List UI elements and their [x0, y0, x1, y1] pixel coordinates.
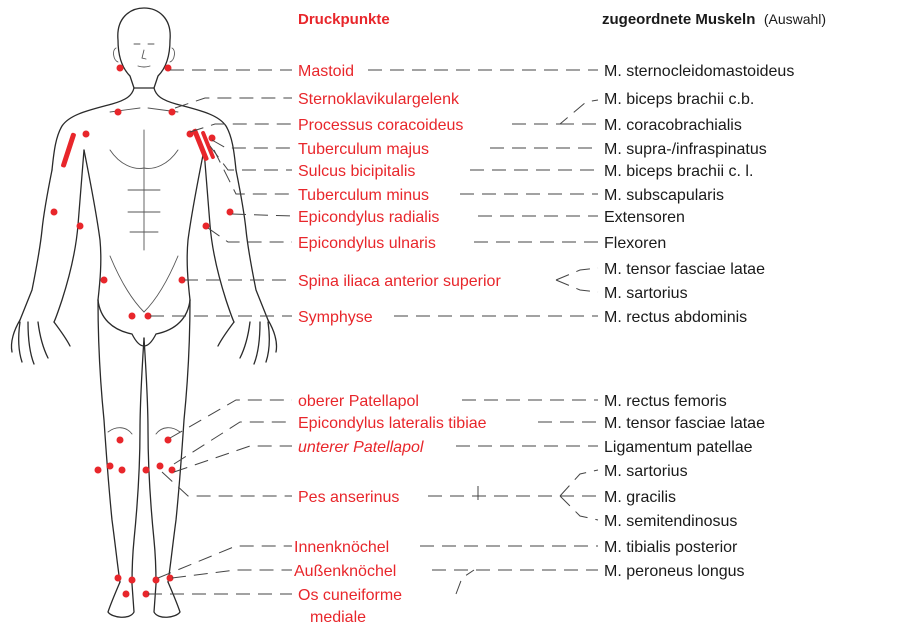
label-oberer-patellapol: oberer Patellapol	[298, 393, 419, 410]
muscle-gracilis: M. gracilis	[604, 489, 676, 506]
label-os-cuneiforme-line1: Os cuneiforme	[298, 587, 402, 604]
muscle-subscapularis: M. subscapularis	[604, 187, 724, 204]
muscle-semitendinosus: M. semitendinosus	[604, 513, 737, 530]
header-muscles: zugeordnete Muskeln (Auswahl)	[602, 11, 826, 28]
label-tuberculum-majus: Tuberculum majus	[298, 141, 429, 158]
muscle-peroneus-longus: M. peroneus longus	[604, 563, 745, 580]
muscle-rectus-abdominis: M. rectus abdominis	[604, 309, 747, 326]
label-unterer-patellapol: unterer Patellapol	[298, 439, 424, 456]
label-pes-anserinus: Pes anserinus	[298, 489, 399, 506]
muscle-flexoren: Flexoren	[604, 235, 666, 252]
muscle-sternocleidomastoideus: M. sternocleidomastoideus	[604, 63, 794, 80]
connectors-left	[148, 70, 292, 594]
muscle-rectus-femoris: M. rectus femoris	[604, 393, 727, 410]
label-epicondylus-radialis: Epicondylus radialis	[298, 209, 439, 226]
muscle-tensor-fasciae-latae-2: M. tensor fasciae latae	[604, 415, 765, 432]
muscle-ligamentum-patellae: Ligamentum patellae	[604, 439, 753, 456]
label-mastoid: Mastoid	[298, 63, 354, 80]
muscle-sartorius-1: M. sartorius	[604, 285, 688, 302]
label-epicondylus-lateralis-tibiae: Epicondylus lateralis tibiae	[298, 415, 487, 432]
label-epicondylus-ulnaris: Epicondylus ulnaris	[298, 235, 436, 252]
label-innenknoechel: Innenknöchel	[294, 539, 389, 556]
muscle-biceps-brachii-cb: M. biceps brachii c.b.	[604, 91, 754, 108]
muscle-sartorius-2: M. sartorius	[604, 463, 688, 480]
muscle-labels: M. sternocleidomastoideus M. biceps brac…	[604, 63, 794, 580]
muscle-tensor-fasciae-latae-1: M. tensor fasciae latae	[604, 261, 765, 278]
muscle-extensoren: Extensoren	[604, 209, 685, 226]
label-sulcus-bicipitalis: Sulcus bicipitalis	[298, 163, 415, 180]
label-sternoklavikulargelenk: Sternoklavikulargelenk	[298, 91, 460, 108]
pressure-point-labels: Mastoid Sternoklavikulargelenk Processus…	[294, 63, 501, 626]
muscle-coracobrachialis: M. coracobrachialis	[604, 117, 742, 134]
header-pressure-points: Druckpunkte	[298, 11, 390, 28]
muscle-biceps-brachii-cl: M. biceps brachii c. l.	[604, 163, 753, 180]
header-muscles-bold: zugeordnete Muskeln	[602, 11, 755, 28]
header-muscles-sub: (Auswahl)	[764, 11, 826, 27]
label-spina-iliaca: Spina iliaca anterior superior	[298, 273, 501, 290]
label-symphyse: Symphyse	[298, 309, 373, 326]
label-tuberculum-minus: Tuberculum minus	[298, 187, 429, 204]
muscle-tibialis-posterior: M. tibialis posterior	[604, 539, 738, 556]
body-figure	[11, 8, 276, 617]
muscle-supra-infraspinatus: M. supra-/infraspinatus	[604, 141, 767, 158]
label-aussenknoechel: Außenknöchel	[294, 563, 396, 580]
label-os-cuneiforme-line2: mediale	[310, 609, 366, 626]
label-processus-coracoideus: Processus coracoideus	[298, 117, 463, 134]
